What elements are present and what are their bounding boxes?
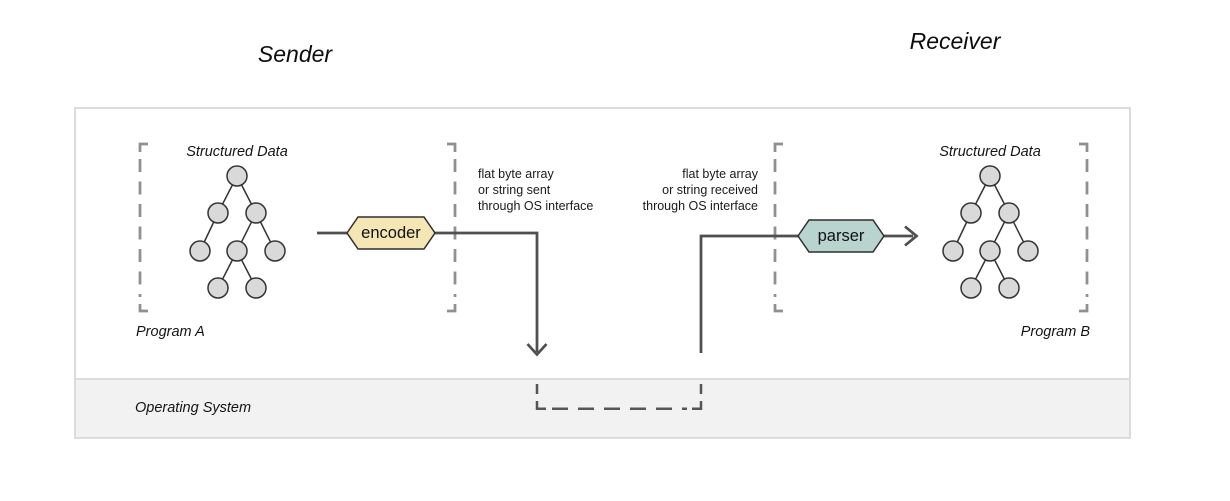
program-a-label: Program A: [136, 324, 205, 340]
right-arrowhead-icon: [904, 225, 919, 247]
sender-tree-edges: [199, 175, 276, 289]
encoder-output-line: [435, 231, 539, 352]
received-annotation-line1: flat byte array: [682, 167, 758, 181]
down-arrowhead-icon: [526, 343, 548, 357]
tree-node: [226, 165, 248, 187]
tree-node: [942, 240, 964, 262]
sender-tree: [189, 165, 286, 299]
sent-annotation-line3: through OS interface: [478, 198, 594, 213]
program-b-bracket-left: [773, 142, 783, 313]
program-a-bracket-right: [447, 142, 457, 313]
program-a-bracket-left: [138, 142, 148, 313]
parser-label: parser: [817, 227, 865, 245]
tree-node: [998, 202, 1020, 224]
sent-annotation: flat byte array or string sent through O…: [478, 167, 593, 214]
tree-node: [960, 202, 982, 224]
encoder-hexagon: [346, 216, 436, 250]
sender-title: Sender: [257, 41, 333, 67]
receiver-tree: [942, 165, 1039, 299]
sender-structured-data-label: Structured Data: [186, 144, 288, 160]
program-b-label: Program B: [1020, 324, 1090, 340]
tree-node: [264, 240, 286, 262]
receiver-structured-data-label: Structured Data: [939, 144, 1041, 160]
operating-system-label: Operating System: [135, 400, 252, 416]
parser-input-line: [699, 234, 798, 353]
tree-node: [189, 240, 211, 262]
sent-annotation-line2: or string sent: [478, 182, 551, 197]
received-annotation: flat byte array or string received throu…: [598, 167, 758, 214]
flow-lines: [317, 225, 919, 357]
encoder-label: encoder: [361, 224, 421, 242]
tree-node: [998, 277, 1020, 299]
receiver-tree-edges: [952, 175, 1029, 289]
program-b-bracket-right: [1079, 142, 1089, 313]
tree-node: [245, 277, 267, 299]
tree-node: [979, 165, 1001, 187]
tree-node: [1017, 240, 1039, 262]
received-annotation-line2: or string received: [662, 182, 758, 197]
operating-system-section: [74, 378, 1131, 439]
os-dashed-connector: [535, 384, 703, 410]
tree-node: [960, 277, 982, 299]
tree-node: [245, 202, 267, 224]
parser-hexagon: [797, 219, 885, 253]
tree-node: [207, 277, 229, 299]
tree-node: [226, 240, 248, 262]
received-annotation-line3: through OS interface: [642, 198, 758, 213]
sent-annotation-line1: flat byte array: [478, 167, 554, 181]
tree-node: [979, 240, 1001, 262]
tree-node: [207, 202, 229, 224]
receiver-title: Receiver: [909, 28, 1001, 54]
